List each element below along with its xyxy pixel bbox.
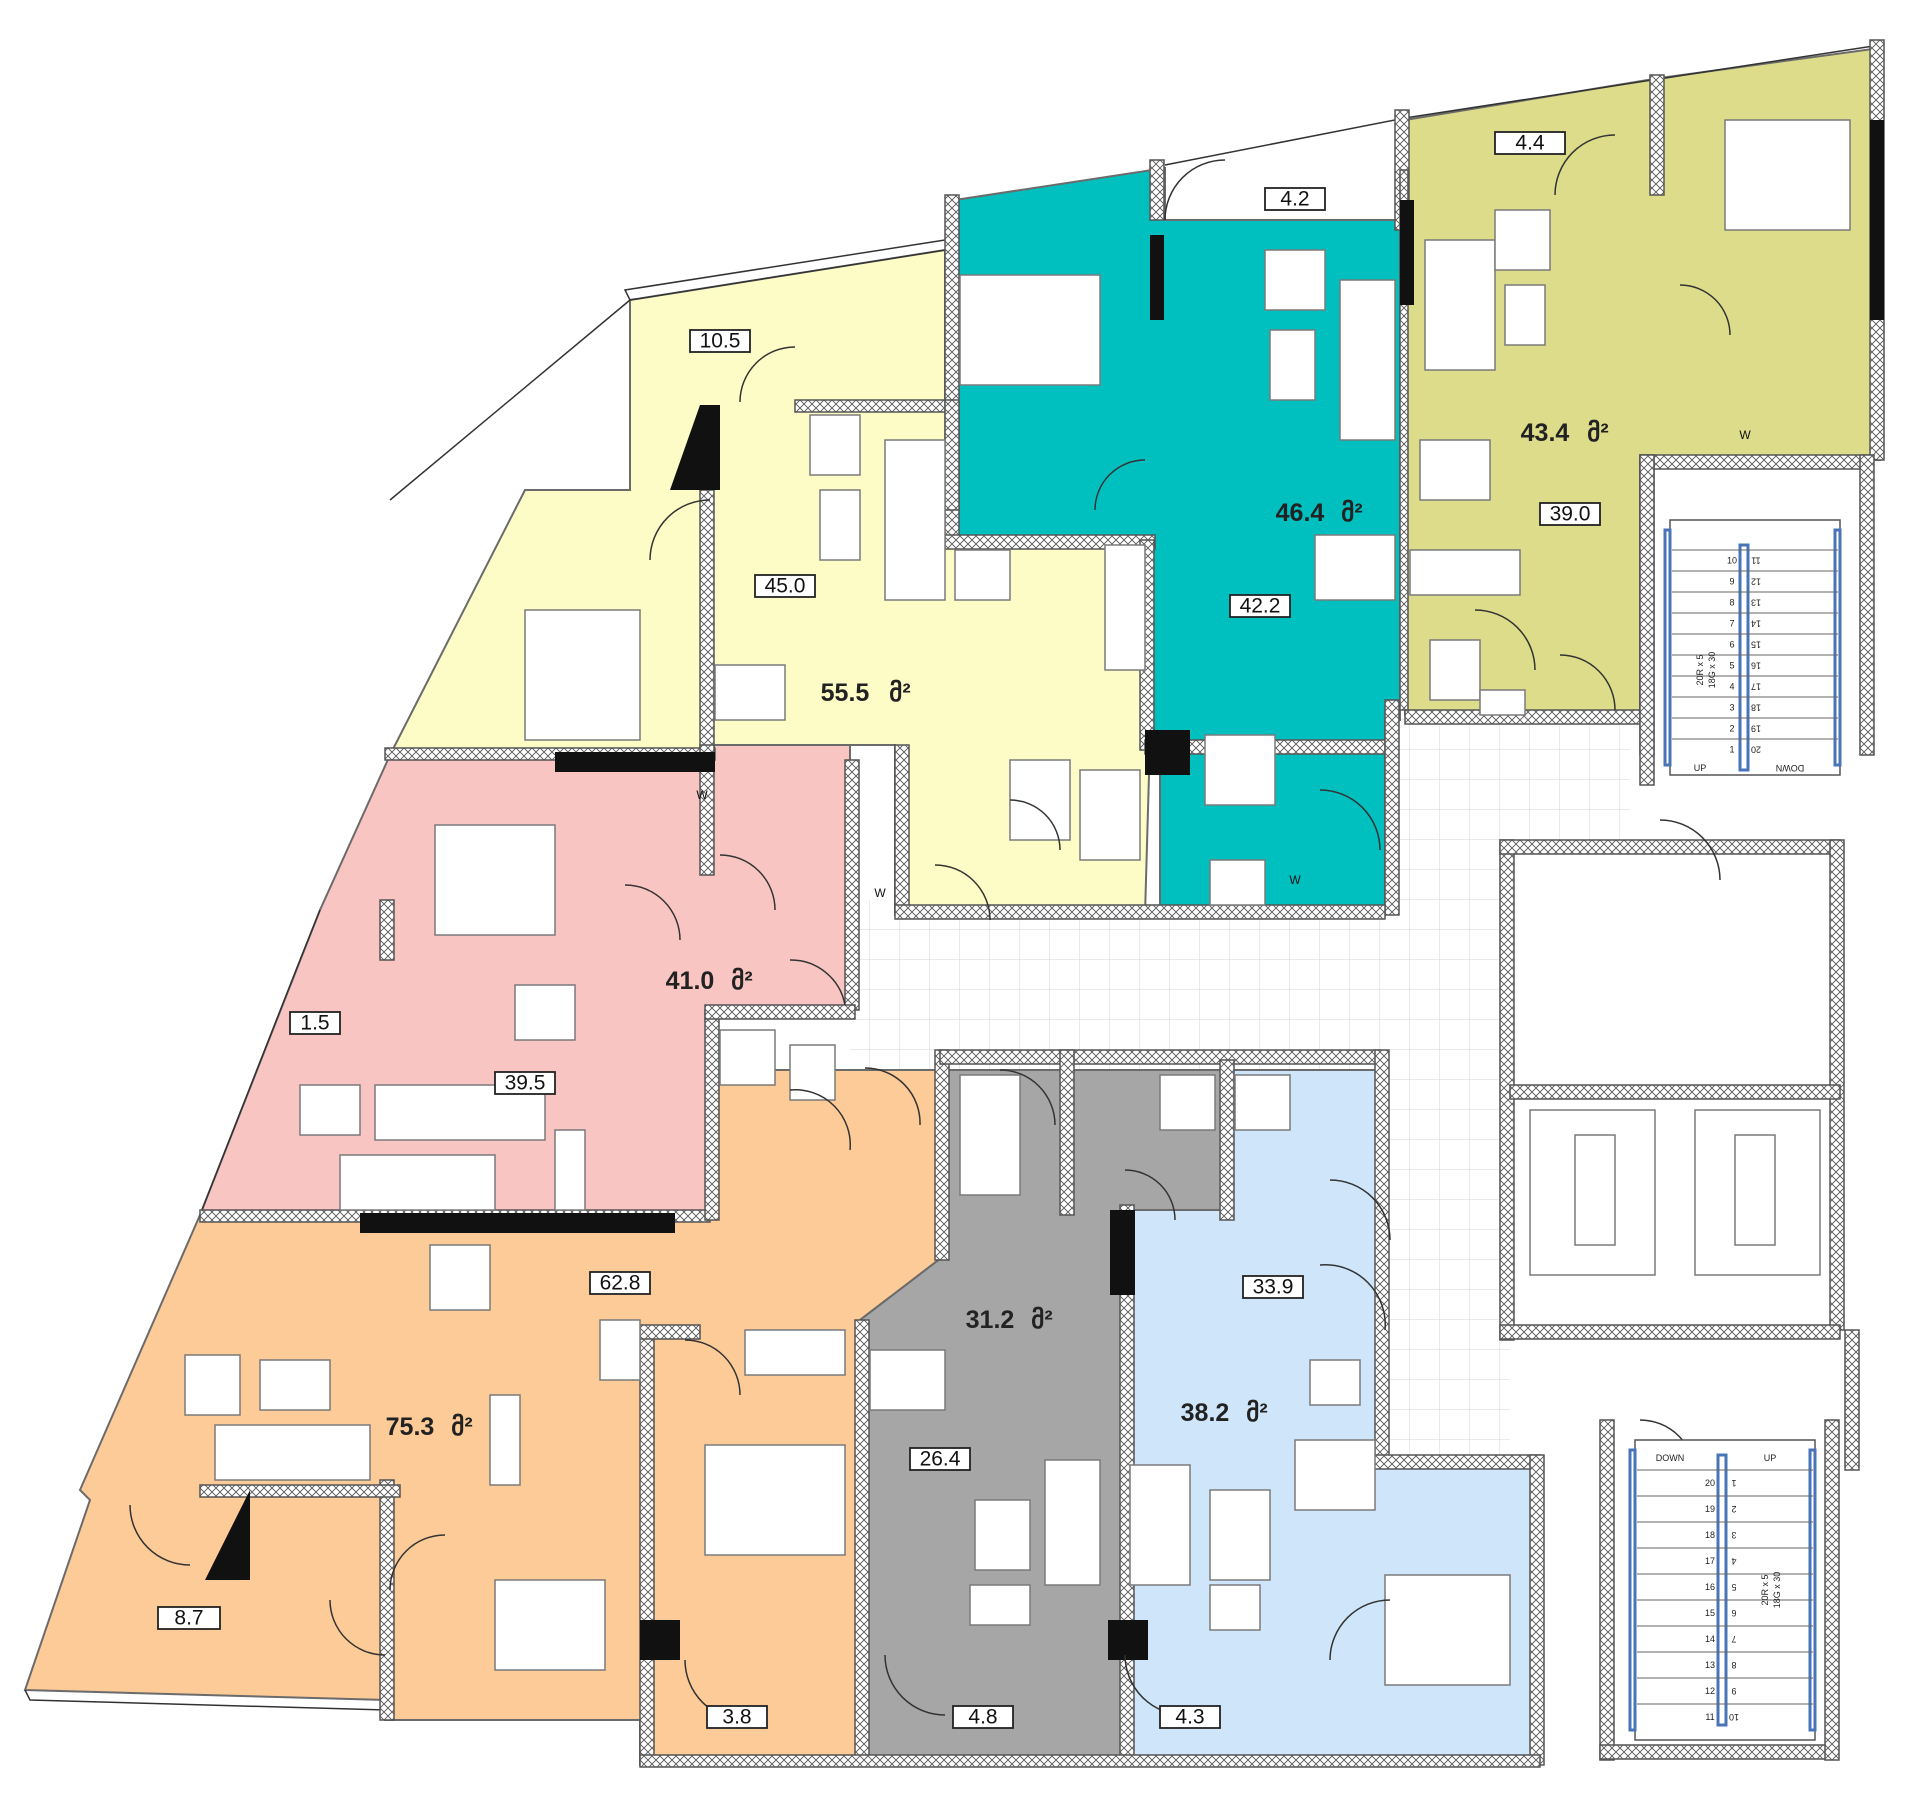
stair-step-number: 5 bbox=[1731, 1582, 1736, 1592]
unit-pink-total-area: 41.0 bbox=[666, 967, 715, 995]
stair-spec-2: 18G x 30 bbox=[1707, 652, 1717, 689]
washer-label: W bbox=[1739, 428, 1751, 442]
stair-step-number: 15 bbox=[1751, 640, 1761, 650]
stair-down-label: DOWN bbox=[1776, 763, 1805, 773]
unit-teal-living-area: 42.2 bbox=[1240, 595, 1281, 618]
stair-step-number: 9 bbox=[1729, 577, 1734, 587]
stair-up-label: UP bbox=[1764, 1453, 1777, 1463]
stair-step-number: 9 bbox=[1731, 1686, 1736, 1696]
stair-step-number: 16 bbox=[1751, 661, 1761, 671]
stair-step-number: 5 bbox=[1729, 661, 1734, 671]
unit-yellow-area-unit: მ² bbox=[889, 679, 910, 707]
bed bbox=[524, 609, 641, 741]
stair-up-label: UP bbox=[1694, 763, 1707, 773]
stair-spec-1: 20R x 5 bbox=[1695, 654, 1705, 685]
unit-gray-living-area: 26.4 bbox=[920, 1448, 961, 1471]
unit-olive-balcony-area: 4.4 bbox=[1515, 132, 1545, 155]
stair-spec-1: 20R x 5 bbox=[1760, 1574, 1770, 1605]
stair-step-number: 4 bbox=[1731, 1556, 1736, 1566]
unit-blue-area-unit: მ² bbox=[1246, 1399, 1267, 1427]
stair-step-number: 1 bbox=[1731, 1478, 1736, 1488]
bed bbox=[434, 824, 556, 936]
stair-step-number: 6 bbox=[1729, 640, 1734, 650]
stair-step-number: 2 bbox=[1731, 1504, 1736, 1514]
stair-step-number: 18 bbox=[1705, 1530, 1715, 1540]
balcony-railings bbox=[24, 44, 1881, 1711]
stair-step-number: 20 bbox=[1751, 745, 1761, 755]
stair-step-number: 3 bbox=[1729, 703, 1734, 713]
stair-step-number: 13 bbox=[1751, 598, 1761, 608]
common-corridor bbox=[850, 700, 1630, 1760]
unit-teal-balcony-area: 4.2 bbox=[1280, 188, 1309, 211]
unit-olive-total-area: 43.4 bbox=[1521, 419, 1570, 447]
stair-step-number: 16 bbox=[1705, 1582, 1715, 1592]
bed bbox=[704, 1444, 846, 1556]
stair-step-number: 7 bbox=[1729, 619, 1734, 629]
unit-pink-area-unit: მ² bbox=[731, 967, 752, 995]
unit-orange-total-area: 75.3 bbox=[386, 1413, 435, 1441]
stair-step-number: 14 bbox=[1751, 619, 1761, 629]
stair-step-number: 10 bbox=[1727, 556, 1737, 566]
unit-blue-living-area: 33.9 bbox=[1253, 1276, 1294, 1299]
washer-label: W bbox=[874, 886, 886, 900]
unit-yellow-total-area: 55.5 bbox=[821, 679, 870, 707]
door-swings bbox=[129, 134, 1731, 1721]
furniture bbox=[184, 119, 1851, 1686]
stair-step-number: 10 bbox=[1729, 1712, 1739, 1722]
stair-down-label: DOWN bbox=[1656, 1453, 1685, 1463]
unit-pink-balcony-area: 1.5 bbox=[300, 1012, 329, 1035]
stair-step-number: 12 bbox=[1705, 1686, 1715, 1696]
unit-pink-living-area: 39.5 bbox=[505, 1072, 546, 1095]
stair-step-number: 4 bbox=[1729, 682, 1734, 692]
unit-orange-living-area: 62.8 bbox=[600, 1272, 641, 1295]
unit-gray-balcony-area: 4.8 bbox=[968, 1706, 997, 1729]
stair-step-number: 11 bbox=[1705, 1712, 1714, 1722]
stair-step-number: 19 bbox=[1751, 724, 1761, 734]
area-labels: 10.5 45.0 55.5 მ² 4.2 42.2 46.4 მ² 4.4 3… bbox=[157, 131, 1609, 1729]
bed bbox=[494, 1579, 606, 1671]
unit-blue-balcony-area: 4.3 bbox=[1175, 1706, 1204, 1729]
unit-olive-area-unit: მ² bbox=[1587, 419, 1608, 447]
unit-yellow-balcony-area: 10.5 bbox=[700, 330, 741, 353]
stair-step-number: 12 bbox=[1751, 577, 1761, 587]
unit-yellow-living-area: 45.0 bbox=[765, 575, 806, 598]
stair-step-number: 1 bbox=[1729, 745, 1734, 755]
stair-spec-2: 18G x 30 bbox=[1772, 1572, 1782, 1609]
stair-step-number: 13 bbox=[1705, 1660, 1715, 1670]
stair-step-number: 11 bbox=[1751, 556, 1760, 566]
stair-step-number: 17 bbox=[1751, 682, 1761, 692]
bed bbox=[959, 274, 1101, 386]
unit-blue-total-area: 38.2 bbox=[1181, 1399, 1230, 1427]
structural-columns bbox=[205, 120, 1884, 1660]
stair-step-number: 19 bbox=[1705, 1504, 1715, 1514]
washer-markers: W W W W bbox=[696, 428, 1751, 900]
stair-step-number: 3 bbox=[1731, 1530, 1736, 1540]
stair-step-number: 17 bbox=[1705, 1556, 1715, 1566]
stair-step-number: 7 bbox=[1731, 1634, 1736, 1644]
stair-step-number: 14 bbox=[1705, 1634, 1715, 1644]
washer-label: W bbox=[696, 788, 708, 802]
stair-step-number: 20 bbox=[1705, 1478, 1715, 1488]
unit-orange-balcony-area-a: 8.7 bbox=[174, 1607, 203, 1630]
stair-step-number: 8 bbox=[1731, 1660, 1736, 1670]
unit-gray-total-area: 31.2 bbox=[966, 1306, 1015, 1334]
unit-olive-living-area: 39.0 bbox=[1550, 503, 1591, 526]
unit-gray-area-unit: მ² bbox=[1031, 1306, 1052, 1334]
stair-step-number: 15 bbox=[1705, 1608, 1715, 1618]
unit-teal-area-unit: მ² bbox=[1341, 499, 1362, 527]
unit-teal-total-area: 46.4 bbox=[1276, 499, 1325, 527]
stair-step-number: 18 bbox=[1751, 703, 1761, 713]
stair-step-number: 2 bbox=[1729, 724, 1734, 734]
stair-step-number: 8 bbox=[1729, 598, 1734, 608]
washer-label: W bbox=[1289, 873, 1301, 887]
bed bbox=[1724, 119, 1851, 231]
unit-orange-area-unit: მ² bbox=[451, 1413, 472, 1441]
bed bbox=[1384, 1574, 1511, 1686]
unit-orange-balcony-area-b: 3.8 bbox=[722, 1706, 751, 1729]
stair-step-number: 6 bbox=[1731, 1608, 1736, 1618]
